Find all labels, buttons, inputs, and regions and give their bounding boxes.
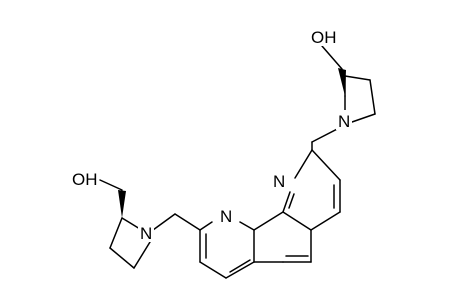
bond (311, 149, 341, 181)
label-background (336, 110, 352, 130)
atom-label: N (273, 172, 285, 191)
bond (282, 191, 291, 213)
atom-label: N (338, 112, 350, 131)
bond (351, 113, 376, 123)
atom-label: N (220, 207, 232, 226)
right-substituent (311, 45, 376, 151)
bond (253, 211, 284, 231)
atom-oh-right: OH (308, 26, 337, 47)
bond (174, 213, 201, 231)
label-background (138, 222, 154, 242)
bond (109, 247, 135, 269)
bond (229, 259, 251, 273)
atom-n-amine-right: N (336, 110, 352, 131)
bond (310, 211, 341, 231)
label-background (271, 170, 287, 190)
atom-n-amine-left: N (138, 222, 154, 243)
bond (344, 75, 371, 81)
bond (321, 45, 343, 70)
bond (109, 217, 123, 249)
atom-n-ring-left: N (213, 205, 239, 226)
bond (288, 193, 295, 209)
bond (152, 213, 176, 231)
bond (121, 217, 141, 230)
atom-labels: OH N N OH N N (70, 26, 352, 243)
wedge-bond (118, 190, 126, 218)
bond (133, 241, 151, 269)
atom-label: OH (311, 28, 337, 47)
bond (199, 221, 213, 231)
bond (282, 211, 312, 231)
atom-oh-left: OH (70, 168, 98, 189)
bond (99, 179, 123, 191)
bond (225, 261, 255, 279)
bond (369, 79, 376, 115)
label-background (70, 168, 98, 188)
phenanthroline-core (199, 149, 341, 279)
atom-label: N (140, 224, 152, 243)
atom-n-ring-right: N (271, 170, 287, 191)
bond (294, 149, 313, 179)
atom-label: OH (72, 170, 98, 189)
label-background (213, 205, 239, 225)
label-background (308, 26, 334, 46)
left-substituent (99, 179, 201, 269)
wedge-bond (338, 68, 346, 96)
bond (239, 221, 255, 231)
bond (199, 261, 227, 279)
